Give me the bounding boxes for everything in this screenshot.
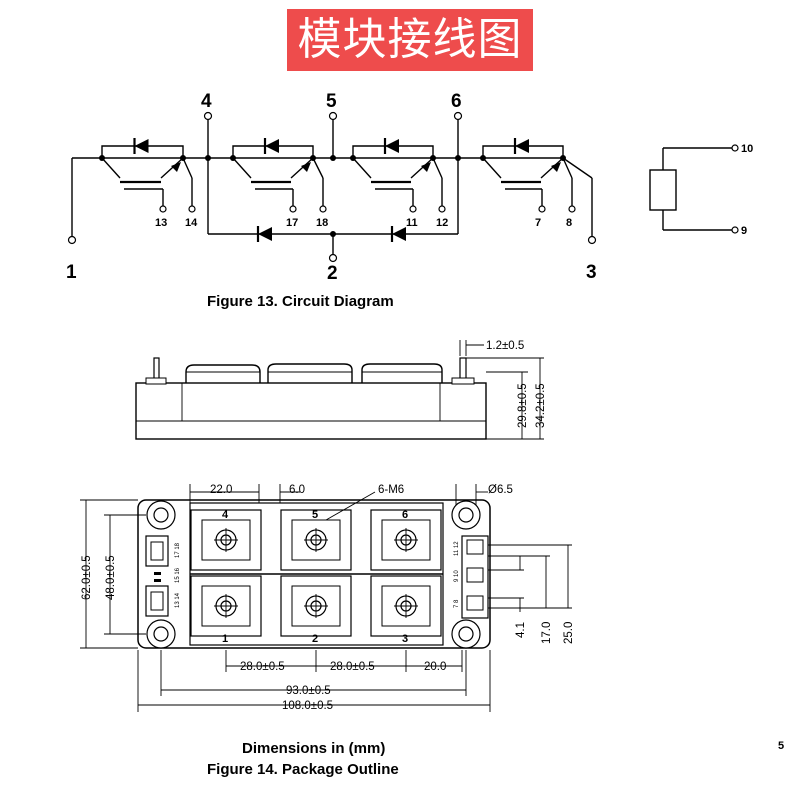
pad-label-2: 2 — [312, 633, 318, 645]
left-pins-a: 17 18 — [175, 542, 181, 558]
terminal-pad — [190, 575, 262, 637]
right-pins-c: 7 8 — [454, 599, 460, 608]
igbt-cells — [101, 138, 576, 213]
freewheel-diode-icon — [515, 139, 529, 153]
terminal-5-node — [328, 111, 338, 121]
dim-17: 17.0 — [541, 622, 553, 644]
circuit-diagram: 4 5 6 1 2 3 13 14 17 18 11 12 7 8 10 9 F… — [66, 91, 753, 310]
pad-label-4: 4 — [222, 509, 229, 521]
gate-pin-node — [289, 205, 297, 213]
freewheel-diode-icon — [265, 139, 279, 153]
terminal-pad — [280, 509, 352, 571]
dim-6: 6.0 — [289, 484, 305, 496]
thermistor-pin-10-node — [731, 144, 739, 152]
circuit-caption: Figure 13. Circuit Diagram — [207, 293, 394, 310]
dim-25: 25.0 — [563, 622, 575, 644]
terminal-3-node — [587, 235, 597, 245]
bolt-label: 6-M6 — [378, 484, 404, 496]
left-pins-b: 15 16 — [175, 567, 181, 583]
aux-emitter-pin-node — [319, 205, 327, 213]
pitch-28-b: 28.0±0.5 — [330, 661, 375, 673]
igbt-cell-4 — [482, 138, 576, 213]
pad-label-6: 6 — [402, 509, 408, 521]
gate-pin-11: 11 — [406, 217, 418, 229]
dim-20: 20.0 — [424, 661, 446, 673]
igbt-cell-2 — [232, 138, 327, 213]
aux-emitter-pin-node — [568, 205, 576, 213]
terminal-label-5: 5 — [326, 91, 337, 112]
pad-label-1: 1 — [222, 633, 228, 645]
title-banner: 模块接线图 — [287, 9, 533, 71]
pitch-28-a: 28.0±0.5 — [240, 661, 285, 673]
right-pins-a: 11 12 — [454, 541, 460, 556]
gate-pin-node — [409, 205, 417, 213]
gate-pin-17: 17 — [286, 217, 298, 229]
package-side-view: 1.2±0.5 29.8±0.5 34.2±0.5 — [135, 340, 547, 440]
pin-width-dim: 1.2±0.5 — [486, 340, 524, 352]
terminal-1-node — [67, 235, 77, 245]
height-62-dim: 62.0±0.5 — [81, 555, 93, 600]
terminal-6-node — [453, 111, 463, 121]
thermistor-pin-9: 9 — [741, 225, 747, 237]
units-note: Dimensions in (mm) — [242, 740, 385, 757]
igbt-cell-1 — [101, 138, 196, 213]
aux-emitter-pin-node — [188, 205, 196, 213]
terminal-pad — [370, 509, 442, 571]
height-large-dim: 34.2±0.5 — [535, 383, 547, 428]
gate-pin-18: 18 — [316, 217, 328, 229]
freewheel-diode-icon — [385, 139, 399, 153]
igbt-cell-3 — [352, 138, 446, 213]
left-pins-c: 13 14 — [175, 592, 181, 608]
thermistor-body — [649, 169, 677, 211]
diode-bottom-left — [258, 227, 272, 241]
gate-pin-node — [159, 205, 167, 213]
gate-pin-node — [538, 205, 546, 213]
right-pins-b: 9 10 — [454, 570, 460, 582]
width-93-dim: 93.0±0.5 — [286, 685, 331, 697]
aux-emitter-pin-node — [438, 205, 446, 213]
thermistor-pin-9-node — [731, 226, 739, 234]
package-caption: Figure 14. Package Outline — [207, 761, 399, 778]
terminal-label-6: 6 — [451, 91, 462, 112]
dim-22: 22.0 — [210, 484, 232, 496]
pad-label-3: 3 — [402, 633, 408, 645]
gate-pin-12: 12 — [436, 217, 448, 229]
terminal-label-1: 1 — [66, 262, 77, 283]
pad-label-5: 5 — [312, 509, 318, 521]
gate-pin-13: 13 — [155, 217, 167, 229]
freewheel-diode-icon — [134, 139, 149, 153]
gate-pin-14: 14 — [185, 217, 198, 229]
thermistor — [649, 144, 739, 234]
dim-4-1: 4.1 — [515, 622, 527, 638]
terminal-label-4: 4 — [201, 91, 212, 112]
width-108-dim: 108.0±0.5 — [282, 700, 333, 712]
terminal-pad — [190, 509, 262, 571]
diode-bottom-right — [392, 227, 406, 241]
terminal-label-3: 3 — [586, 262, 597, 283]
terminal-pad — [280, 575, 352, 637]
terminal-pads — [190, 509, 443, 637]
terminal-4-node — [203, 111, 213, 121]
terminal-label-2: 2 — [327, 263, 338, 284]
hole-diameter: Ø6.5 — [488, 484, 513, 496]
height-48-dim: 48.0±0.5 — [105, 555, 117, 600]
terminal-pad — [370, 575, 442, 637]
package-top-view: 17 18 15 16 13 14 11 12 9 10 7 8 4.1 17.… — [80, 484, 575, 712]
thermistor-pin-10: 10 — [741, 143, 753, 155]
height-small-dim: 29.8±0.5 — [517, 383, 529, 428]
gate-pin-7: 7 — [535, 217, 541, 229]
terminal-2-node — [328, 253, 338, 263]
page-number: 5 — [778, 740, 784, 752]
gate-pin-8: 8 — [566, 217, 572, 229]
